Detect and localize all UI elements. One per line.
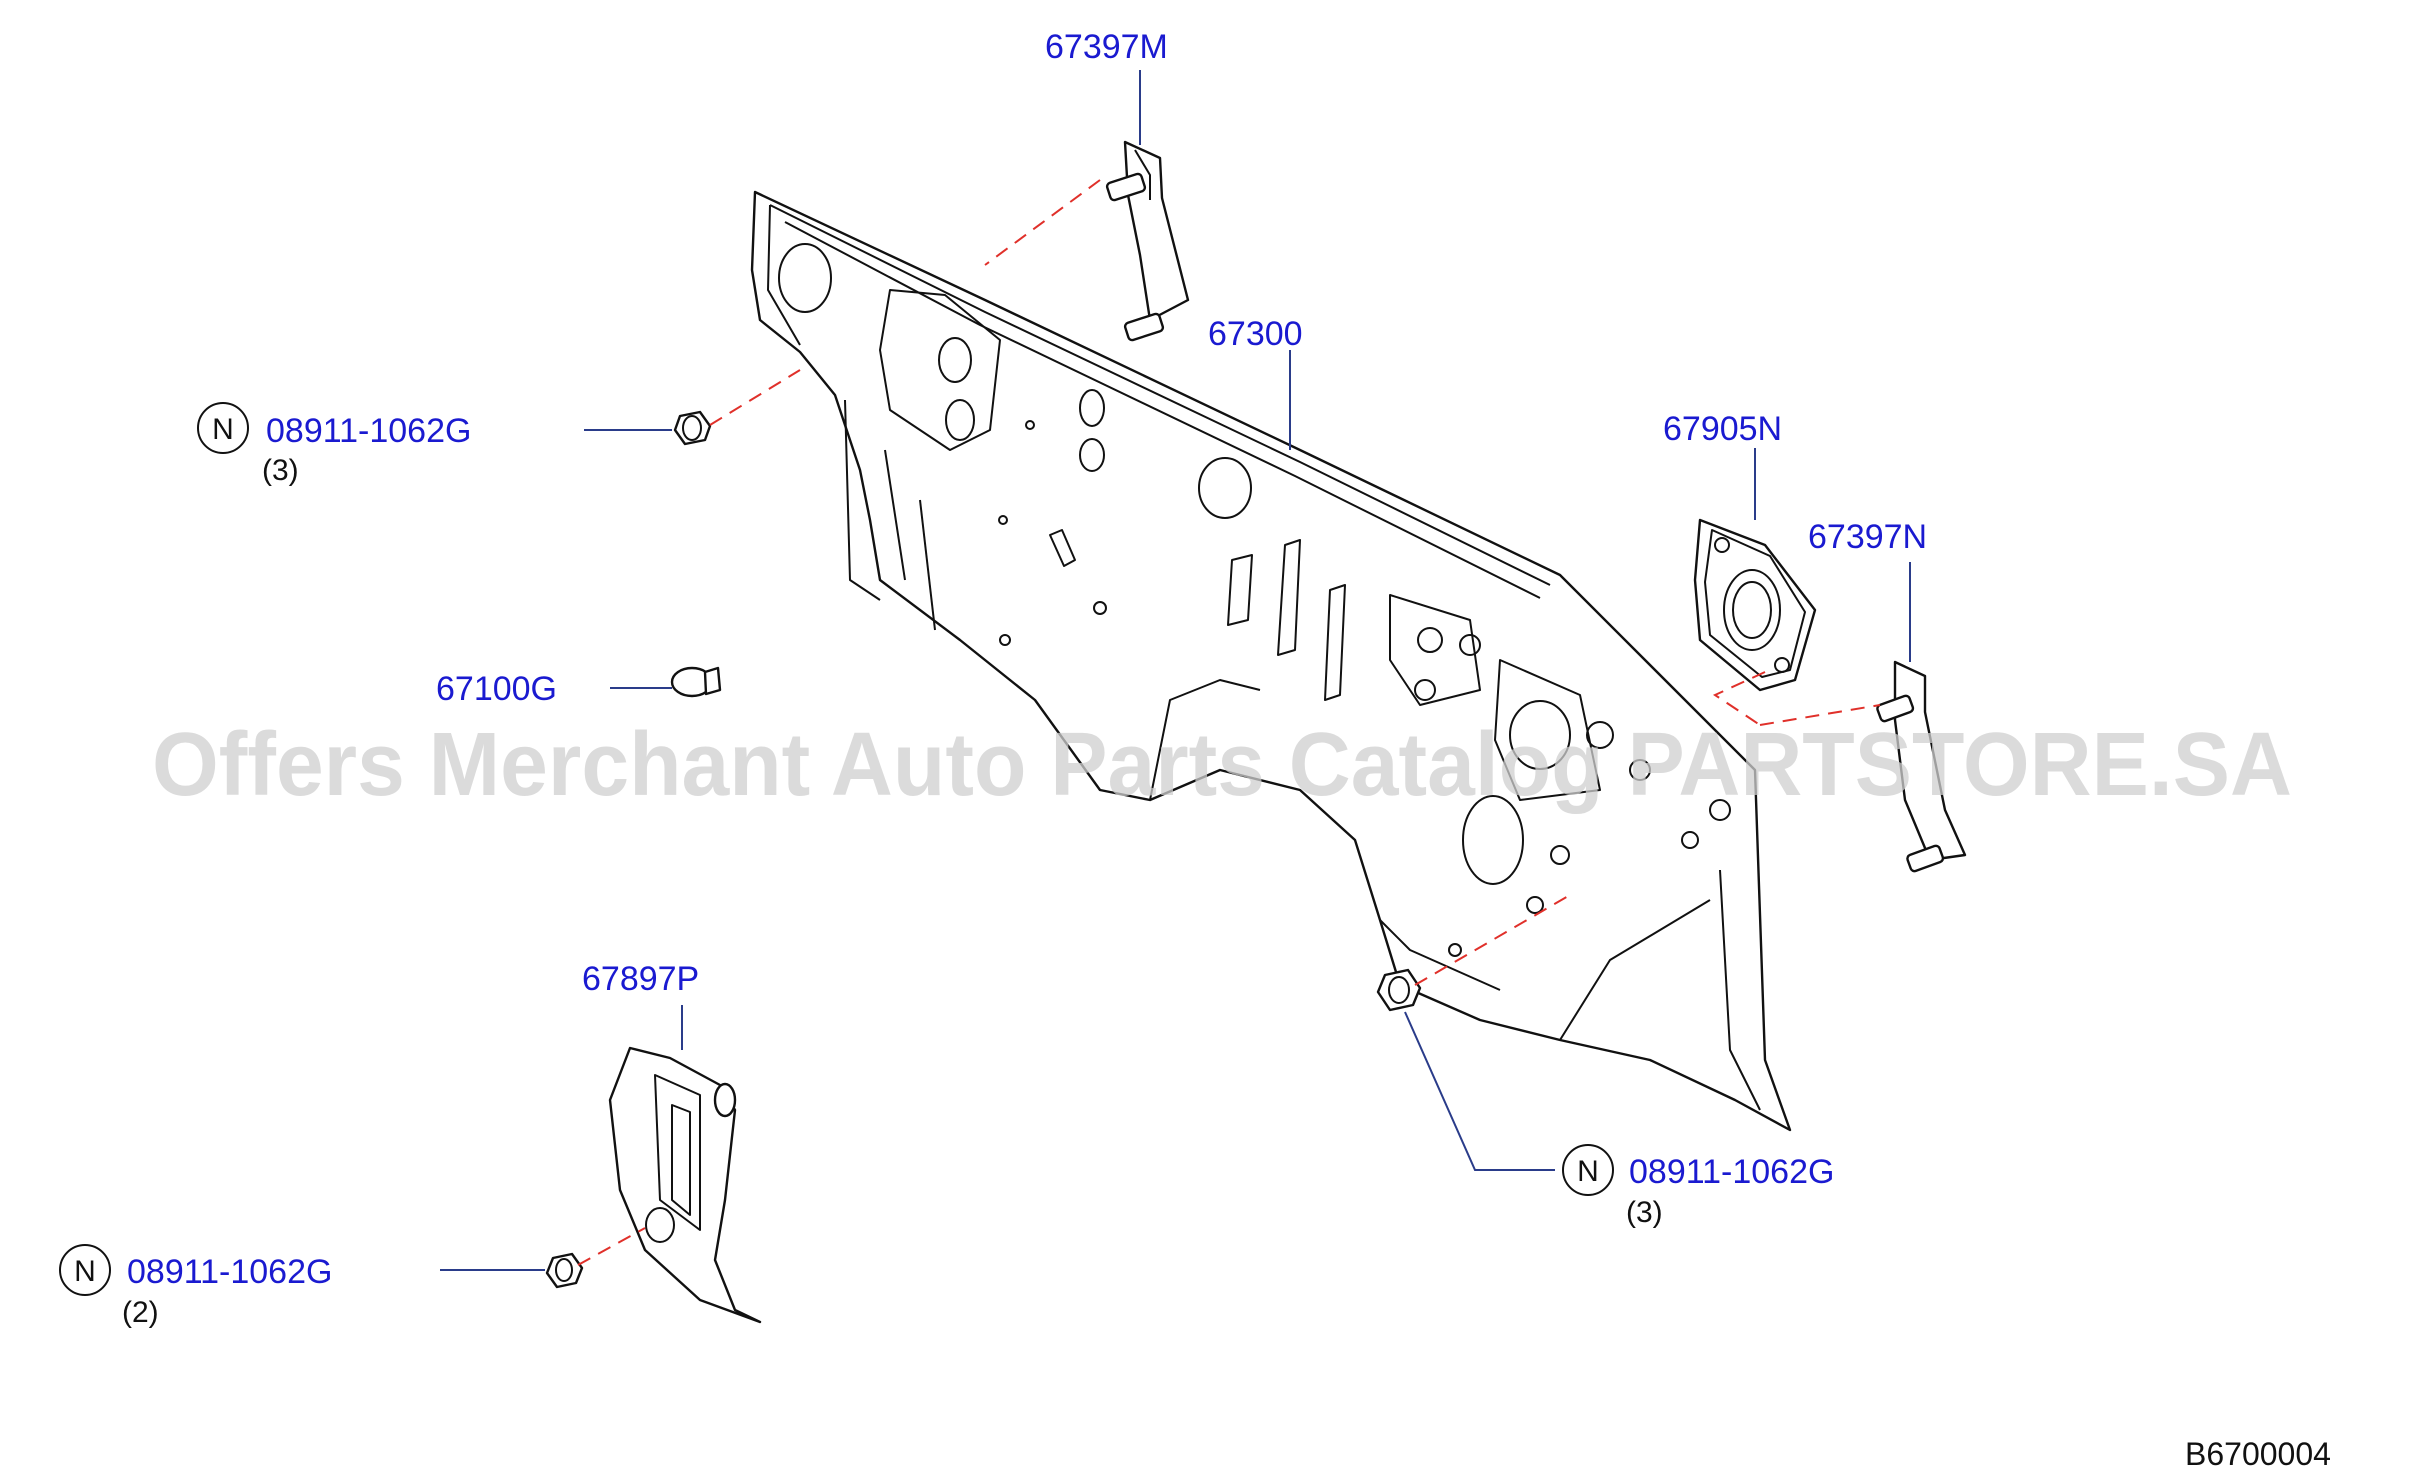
n-badge-icon xyxy=(1562,1144,1614,1196)
stay-67897p[interactable] xyxy=(608,1046,762,1324)
diagram-code: B6700004 xyxy=(2185,1436,2331,1472)
n-badge-letter: N xyxy=(212,413,234,446)
label-nut-upper-left[interactable]: 08911-1062G xyxy=(266,412,471,450)
n-badge-letter: N xyxy=(74,1255,96,1288)
qty-nut-lower-left: (2) xyxy=(122,1296,159,1329)
label-nut-lower-right[interactable]: 08911-1062G xyxy=(1629,1153,1834,1191)
guide-line xyxy=(1712,671,1766,726)
label-67100g[interactable]: 67100G xyxy=(436,670,557,708)
guide-line xyxy=(577,1227,646,1266)
qty-nut-upper-left: (3) xyxy=(262,454,299,487)
nut-upper-left[interactable] xyxy=(673,410,712,446)
qty-nut-lower-right: (3) xyxy=(1626,1196,1663,1229)
label-nut-lower-left[interactable]: 08911-1062G xyxy=(127,1253,332,1291)
guide-line xyxy=(984,179,1101,266)
label-67897p[interactable]: 67897P xyxy=(582,960,699,998)
n-badge-letter: N xyxy=(1577,1155,1599,1188)
n-badge-icon xyxy=(59,1244,111,1296)
clip-67100g[interactable] xyxy=(670,666,722,698)
guide-line xyxy=(1759,704,1881,726)
dash-panel-67300[interactable] xyxy=(750,190,1792,1132)
leader-line xyxy=(1404,1011,1555,1171)
guide-line xyxy=(1414,894,1571,986)
bracket-67397m[interactable] xyxy=(1105,140,1190,342)
nut-lower-left[interactable] xyxy=(545,1252,584,1289)
n-badge-icon xyxy=(197,402,249,454)
watermark: Offers Merchant Auto Parts Catalog PARTS… xyxy=(152,715,2292,815)
guide-line xyxy=(709,369,801,426)
nut-lower-right[interactable] xyxy=(1376,968,1422,1012)
label-67397m[interactable]: 67397M xyxy=(1045,28,1168,66)
grommet-67905n[interactable] xyxy=(1693,518,1817,692)
bracket-67397n[interactable] xyxy=(1876,660,1967,873)
label-67300[interactable]: 67300 xyxy=(1208,315,1303,353)
label-67397n[interactable]: 67397N xyxy=(1808,518,1927,556)
label-67905n[interactable]: 67905N xyxy=(1663,410,1782,448)
